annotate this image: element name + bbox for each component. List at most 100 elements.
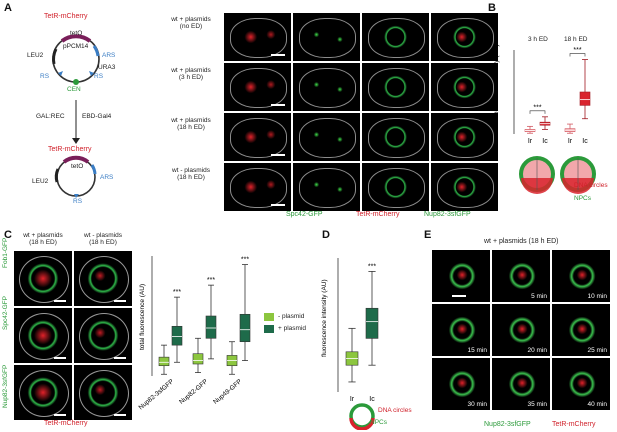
- legend-e-green: Nup82-3sfGFP: [484, 421, 531, 428]
- legend-d-npc: NPCs: [370, 419, 387, 426]
- x-tick-label: Ic: [582, 138, 588, 145]
- row-label-1: wt + plasmids(no ED): [171, 16, 211, 30]
- legend-b-npc: NPCs: [574, 195, 591, 202]
- plasmid-bottom-teto-label: tetO: [71, 163, 84, 170]
- legend-swatch-plus: [264, 325, 274, 333]
- plasmid-rs-left-label: RS: [40, 73, 50, 80]
- timestamp-label: 40 min: [587, 401, 607, 408]
- plasmid-ars-label: ARS: [102, 52, 116, 59]
- significance-label: ***: [573, 47, 581, 54]
- plasmid-bottom-leu2-label: LEU2: [32, 178, 49, 185]
- significance-label: ***: [173, 289, 181, 296]
- timelapse-frame: 30 min: [432, 358, 490, 410]
- y-axis-label: total fluorescence (AU): [139, 284, 146, 350]
- cell-outline: [437, 168, 494, 208]
- col-label-c2: wt - plasmids(18 h ED): [84, 232, 122, 246]
- box-mark: [192, 337, 204, 373]
- scale-bar: [114, 414, 126, 416]
- cen-dot: [73, 79, 79, 85]
- significance-label: ***: [368, 263, 376, 270]
- y-axis-label: fluorescence intensity (AU): [321, 279, 328, 357]
- significance-bracket: [529, 110, 546, 114]
- timelapse-frame: 5 min: [492, 250, 550, 302]
- micrograph-tile: [293, 113, 360, 161]
- micrograph-tile: [431, 13, 498, 61]
- timestamp-label: 35 min: [527, 401, 547, 408]
- timestamp-label: 5 min: [531, 293, 547, 300]
- significance-label: ***: [207, 277, 215, 284]
- micrograph-tile-c: [14, 251, 72, 306]
- cell-outline: [19, 313, 69, 360]
- cell-outline: [368, 168, 425, 208]
- scale-bar: [114, 300, 126, 302]
- plasmid-tetr-label: TetR-mCherry: [44, 13, 88, 20]
- micrograph-tile: [224, 163, 291, 211]
- box-mark: [171, 296, 183, 363]
- timestamp-label: 10 min: [587, 293, 607, 300]
- cell-outline: [79, 370, 129, 417]
- micrograph-tile: [362, 63, 429, 111]
- x-tick-label: Ic: [369, 396, 375, 403]
- micrograph-tile: [293, 13, 360, 61]
- y-axis-label: fluorescence intensity (AU): [493, 44, 500, 122]
- cell-outline: [368, 118, 425, 158]
- group-label-3h: 3 h ED: [528, 36, 548, 43]
- micrograph-tile: [431, 113, 498, 161]
- row-label-nup82: Nup82-3sfGFP: [2, 364, 9, 408]
- panel-letter-a: A: [4, 2, 12, 14]
- channel-label-nup82: Nup82-3sfGFP: [424, 211, 471, 218]
- micrograph-tile-c: [14, 365, 72, 420]
- chart-c: total fluorescence (AU)***Nup82-3sfGFP**…: [138, 256, 251, 411]
- scale-bar: [114, 357, 126, 359]
- cell-outline: [437, 68, 494, 108]
- plasmid-rs-right-label: RS: [94, 73, 104, 80]
- micrograph-tile: [362, 13, 429, 61]
- micrograph-tile-c: [74, 365, 132, 420]
- x-tick-label: Ir: [350, 396, 355, 403]
- box-mark: [564, 123, 576, 134]
- box-mark: [158, 344, 170, 375]
- teto-arc: [60, 34, 92, 43]
- micrograph-tile-c: [14, 308, 72, 363]
- cell-outline: [19, 256, 69, 303]
- leu2-arc: [52, 48, 58, 65]
- plasmid-diagram: [52, 34, 100, 198]
- scale-bar: [54, 414, 66, 416]
- timelapse-frame: 10 min: [552, 250, 610, 302]
- timestamp-label: 25 min: [587, 347, 607, 354]
- row-label-4: wt - plasmids(18 h ED): [172, 167, 210, 181]
- box-mark: [539, 116, 551, 130]
- ars-arc: [92, 45, 100, 57]
- cell-outline: [19, 370, 69, 417]
- cell-outline: [230, 68, 287, 108]
- plasmid-ura3-label: URA3: [98, 64, 116, 71]
- timestamp-label: 15 min: [467, 347, 487, 354]
- scale-bar: [271, 54, 285, 56]
- cell-outline: [299, 18, 356, 58]
- scale-bar: [54, 357, 66, 359]
- legend-b-dna: DNA circles: [574, 182, 608, 189]
- rs-arrow-right: [89, 71, 94, 76]
- cell-outline: [368, 18, 425, 58]
- plasmid-bottom-ars-label: ARS: [100, 174, 114, 181]
- chart-d: fluorescence intensity (AU) Ir Ic ***: [321, 258, 379, 430]
- plasmid-bottom-tetr-label: TetR-mCherry: [48, 146, 92, 153]
- cell-outline: [79, 256, 129, 303]
- ebd-gal4-label: EBD-Gal4: [82, 113, 112, 120]
- panel-e-title: wt + plasmids (18 h ED): [484, 238, 559, 245]
- box-mark: [345, 327, 359, 383]
- micrograph-tile: [224, 63, 291, 111]
- plasmid-bottom-rs-label: RS: [73, 198, 83, 205]
- row-label-3: wt + plasmids(18 h ED): [171, 117, 211, 131]
- cell-outline: [79, 313, 129, 360]
- micrograph-tile: [431, 163, 498, 211]
- timelapse-frame: 20 min: [492, 304, 550, 356]
- legend-d-dna: DNA circles: [378, 407, 412, 414]
- micrograph-tile: [224, 113, 291, 161]
- panel-letter-d: D: [322, 229, 330, 241]
- scale-bar: [271, 154, 285, 156]
- plasmid-leu2-label: LEU2: [27, 52, 44, 59]
- box-mark: [226, 341, 238, 375]
- timestamp-label: 20 min: [527, 347, 547, 354]
- legend-minus-label: - plasmid: [278, 313, 305, 320]
